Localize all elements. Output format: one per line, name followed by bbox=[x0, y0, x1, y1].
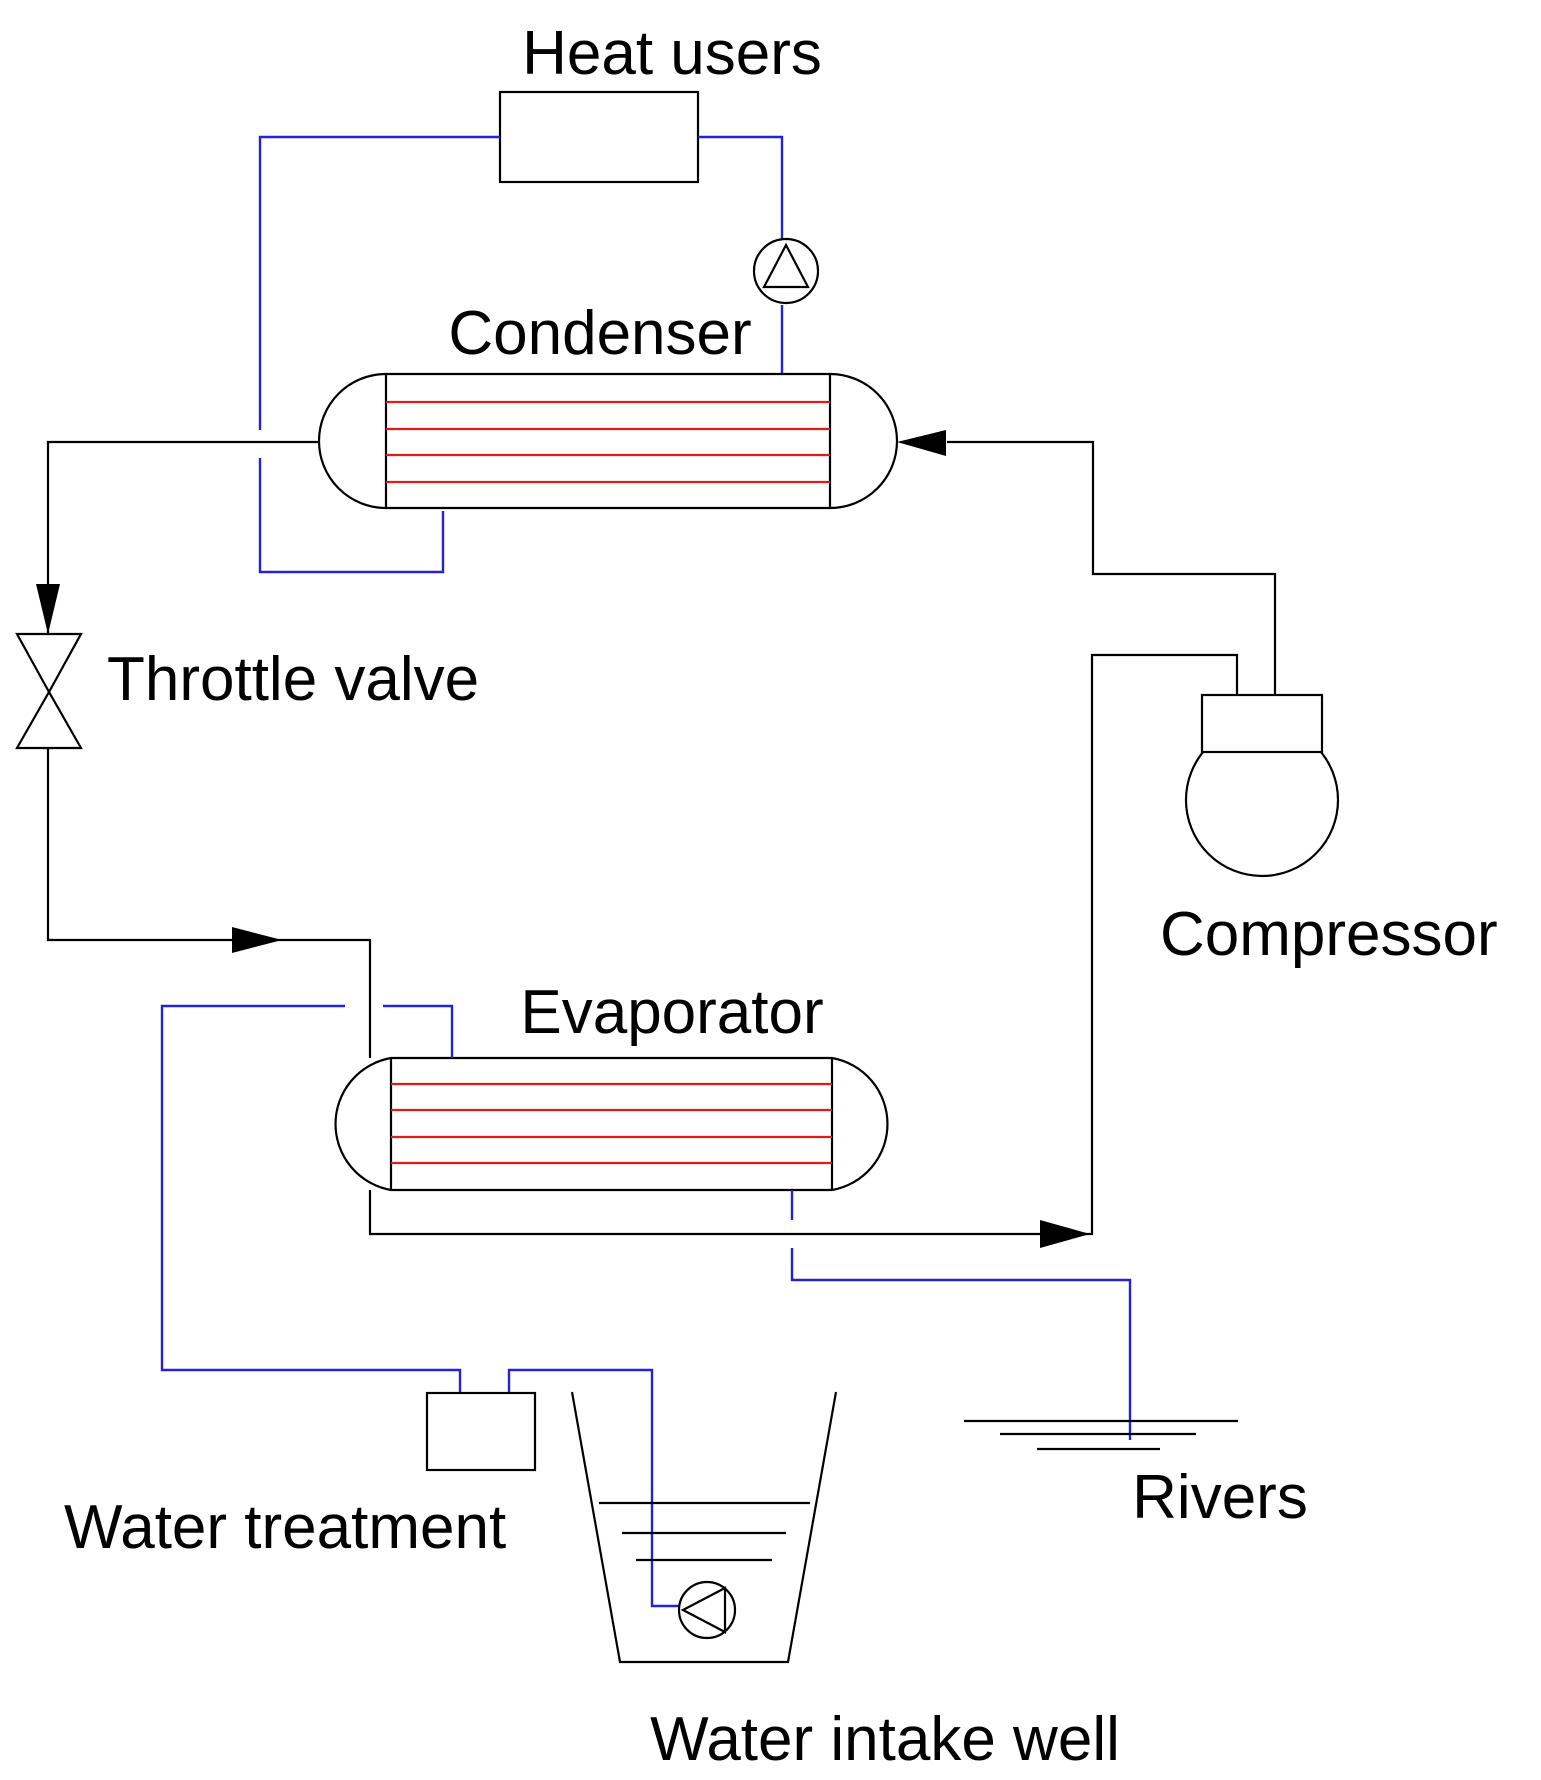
heat-users-unit bbox=[498, 90, 700, 184]
heat-users-label: Heat users bbox=[522, 19, 822, 88]
refrigerant-line-to-compressor bbox=[368, 653, 1239, 1248]
evaporator-tube-bundle bbox=[391, 1082, 832, 1165]
refrigerant-line-to-throttle bbox=[36, 440, 319, 634]
refrigerant-line-compressor-discharge bbox=[897, 430, 1277, 695]
compressor-label: Compressor bbox=[1160, 900, 1498, 969]
water-intake-well-label: Water intake well bbox=[650, 1705, 1120, 1774]
river-surface-icon bbox=[964, 1419, 1238, 1451]
rivers-label: Rivers bbox=[1132, 1463, 1308, 1532]
throttle-valve-icon bbox=[15, 632, 83, 750]
refrigerant-line-to-evaporator bbox=[46, 748, 372, 1058]
condenser-vessel bbox=[317, 372, 899, 510]
water-intake-well bbox=[570, 1391, 838, 1664]
heat-supply-water-loop bbox=[258, 135, 784, 574]
circulation-pump-icon bbox=[752, 237, 820, 305]
water-treatment-label: Water treatment bbox=[64, 1493, 506, 1562]
source-water-return-line bbox=[790, 1190, 1132, 1440]
condenser-label: Condenser bbox=[448, 299, 751, 368]
well-pump-icon bbox=[677, 1580, 737, 1640]
water-treatment-unit bbox=[425, 1391, 537, 1472]
evaporator-label: Evaporator bbox=[520, 978, 823, 1047]
condenser-tube-bundle bbox=[386, 400, 830, 484]
compressor-icon bbox=[1184, 693, 1340, 878]
evaporator-vessel bbox=[334, 1056, 889, 1192]
source-water-supply-line bbox=[160, 1004, 679, 1608]
throttle-valve-label: Throttle valve bbox=[107, 645, 479, 714]
